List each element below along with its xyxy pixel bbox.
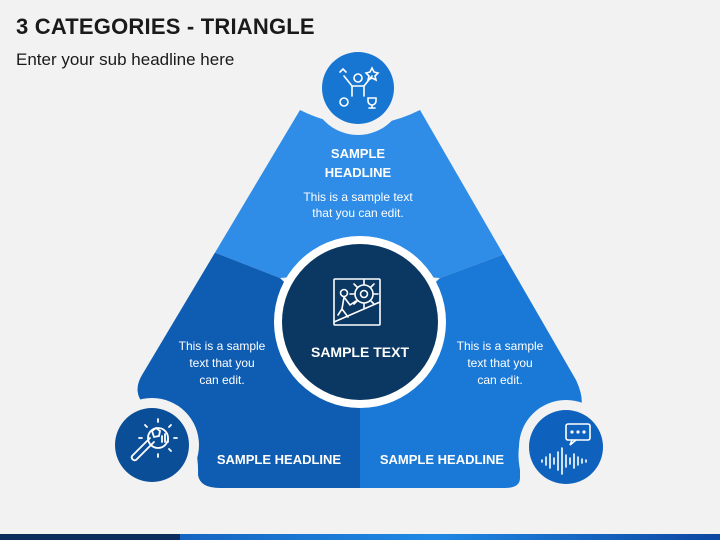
left-text-line1: This is a sample [179, 339, 266, 353]
slide-subtitle: Enter your sub headline here [16, 50, 235, 69]
left-text-line3: can edit. [199, 373, 244, 387]
wrench-gear-icon [130, 418, 178, 462]
center-label: SAMPLE TEXT [311, 344, 409, 360]
bottom-accent-bar [0, 534, 720, 540]
center-circle [274, 236, 446, 408]
left-text-line2: text that you [189, 356, 254, 370]
left-headline: SAMPLE HEADLINE [217, 452, 342, 467]
right-text-line2: text that you [467, 356, 532, 370]
right-icon-circle [529, 410, 603, 484]
right-text-line1: This is a sample [457, 339, 544, 353]
chat-soundwave-icon [541, 423, 591, 475]
segment-left [137, 200, 360, 488]
left-icon-circle [115, 408, 189, 482]
top-text-line1: This is a sample text [303, 190, 413, 204]
slide-title: 3 CATEGORIES - TRIANGLE [16, 14, 315, 39]
top-headline-line1: SAMPLE [331, 146, 386, 161]
person-pushing-gear-icon [333, 278, 381, 326]
top-text-line2: that you can edit. [312, 206, 403, 220]
right-headline: SAMPLE HEADLINE [380, 452, 505, 467]
top-headline-line2: HEADLINE [325, 165, 392, 180]
teamwork-success-icon [339, 66, 380, 109]
right-text-line3: can edit. [477, 373, 522, 387]
segment-right [360, 200, 582, 488]
top-icon-circle [322, 52, 394, 124]
